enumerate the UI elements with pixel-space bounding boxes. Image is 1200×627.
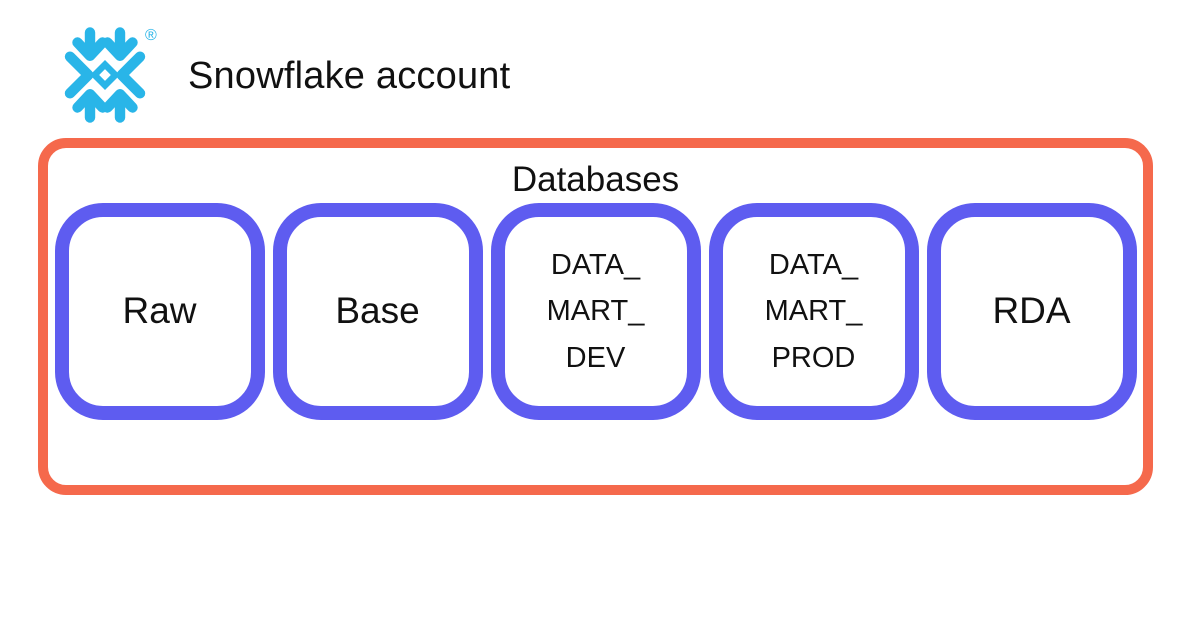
database-box-row: Raw Base DATA_ MART_ DEV DATA_ MART_ PRO…: [48, 203, 1143, 420]
page-title: Snowflake account: [188, 54, 511, 97]
db-box-label: DATA_ MART_ PROD: [764, 248, 863, 374]
db-box-raw: Raw: [54, 203, 265, 420]
group-title: Databases: [511, 160, 680, 199]
databases-group-box: Databases Raw Base DATA_ MART_ DEV DATA_…: [38, 138, 1153, 495]
db-box-data-mart-dev: DATA_ MART_ DEV: [490, 203, 701, 420]
registered-trademark-icon: ®: [145, 27, 157, 44]
db-box-base: Base: [272, 203, 483, 420]
db-box-rda: RDA: [926, 203, 1137, 420]
db-box-label: Raw: [122, 290, 197, 332]
db-box-data-mart-prod: DATA_ MART_ PROD: [708, 203, 919, 420]
db-box-label: RDA: [992, 290, 1071, 332]
header: ® Snowflake account: [55, 25, 510, 125]
db-box-label: DATA_ MART_ DEV: [546, 248, 645, 374]
db-box-label: Base: [335, 290, 420, 332]
snowflake-logo-icon: ®: [55, 25, 157, 125]
